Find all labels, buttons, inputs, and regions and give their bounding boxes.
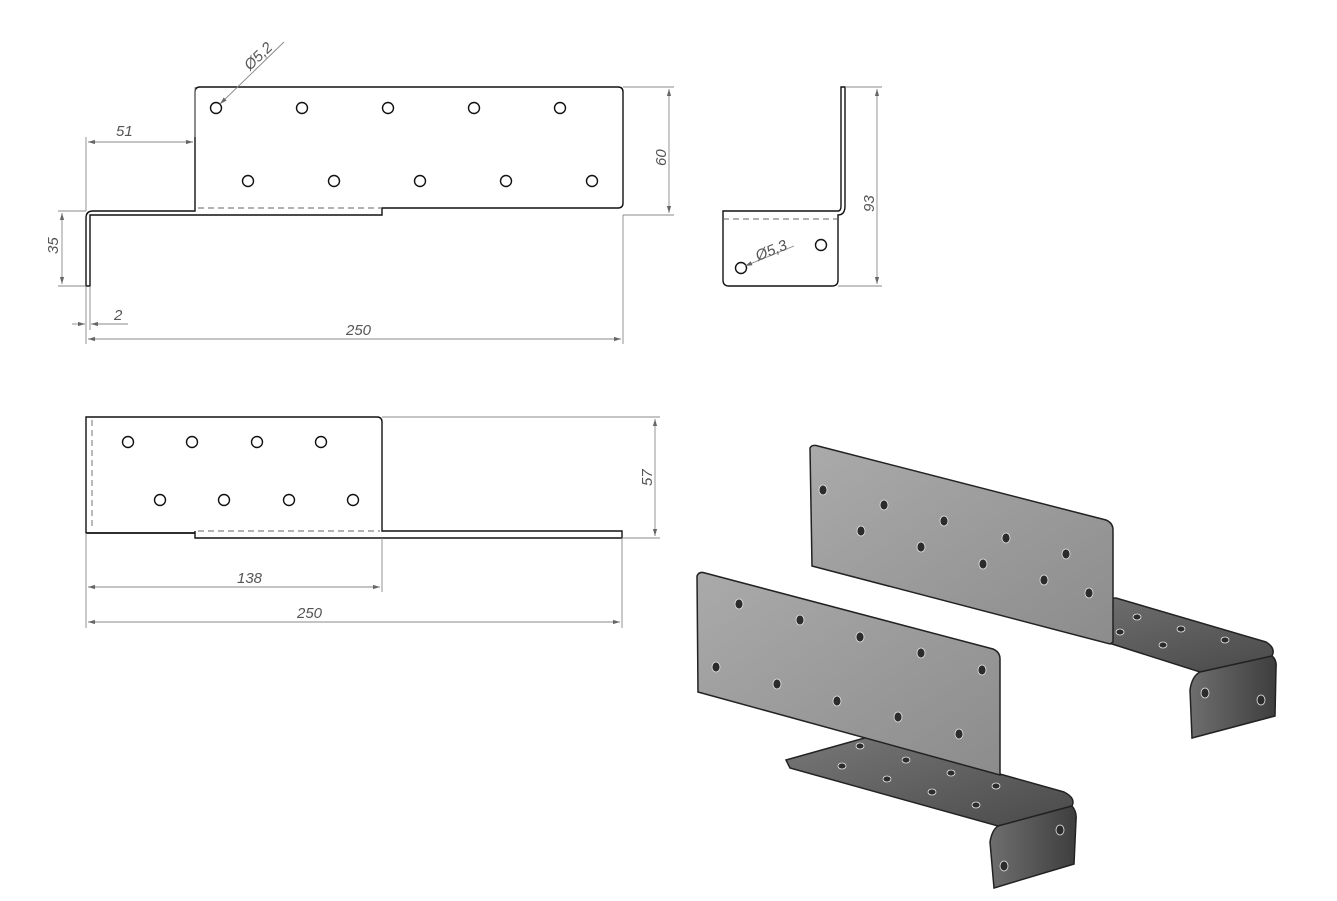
hole — [1220, 636, 1230, 644]
hole — [499, 174, 513, 188]
hole — [916, 647, 926, 659]
hole — [346, 493, 360, 507]
dim-leader — [744, 245, 795, 267]
hole — [901, 756, 911, 764]
front-view: Ø5,2 51 60 35 2 250 — [45, 39, 674, 344]
hole — [832, 695, 842, 707]
hole — [946, 769, 956, 777]
top-view: 57 138 250 — [85, 416, 660, 628]
bracket-face — [696, 571, 1001, 776]
dim-hole-diameter-side: Ø5,3 — [752, 237, 790, 266]
hole — [295, 101, 309, 115]
hole — [772, 678, 782, 690]
hole — [209, 101, 223, 115]
bracket-leg — [989, 805, 1077, 889]
dim-length-250-top: 250 — [296, 605, 323, 622]
hole — [939, 515, 949, 527]
hole — [999, 860, 1009, 872]
hole — [1084, 587, 1094, 599]
hole — [856, 525, 866, 537]
hole — [882, 775, 892, 783]
hole — [734, 261, 748, 275]
hole — [250, 435, 264, 449]
dim-thickness-2: 2 — [113, 307, 123, 324]
dim-length-250-front: 250 — [345, 322, 372, 339]
dim-hole-diameter-front: Ø5,2 — [240, 39, 276, 75]
hole — [916, 541, 926, 553]
dim-height-60: 60 — [653, 149, 670, 166]
hole — [978, 558, 988, 570]
hole — [185, 435, 199, 449]
front-plate-outline — [85, 86, 624, 287]
hole — [879, 499, 889, 511]
hole — [1115, 628, 1125, 636]
dim-height-93: 93 — [861, 195, 878, 212]
hole — [1176, 625, 1186, 633]
hole — [413, 174, 427, 188]
isometric-bracket-back — [809, 444, 1277, 739]
hole — [855, 742, 865, 750]
hole — [153, 493, 167, 507]
hole — [1132, 613, 1142, 621]
hole — [1039, 574, 1049, 586]
hole — [1200, 687, 1210, 699]
hole — [217, 493, 231, 507]
hole — [814, 238, 828, 252]
hole — [314, 435, 328, 449]
hole — [121, 435, 135, 449]
hole — [818, 484, 828, 496]
hole — [837, 762, 847, 770]
bracket-leg — [1189, 655, 1277, 739]
hole — [1158, 641, 1168, 649]
dim-height-35: 35 — [45, 237, 62, 254]
side-profile-outline — [722, 86, 846, 287]
hole — [977, 664, 987, 676]
hole — [954, 728, 964, 740]
bracket-face — [809, 444, 1114, 645]
front-holes — [209, 101, 599, 188]
hole — [711, 661, 721, 673]
hole — [467, 101, 481, 115]
dim-offset-51: 51 — [116, 123, 133, 140]
bracket-front-holes — [711, 598, 1065, 872]
isometric-bracket-front — [696, 571, 1077, 889]
hole — [855, 631, 865, 643]
hole — [893, 711, 903, 723]
hole — [1055, 824, 1065, 836]
dim-leader — [219, 41, 285, 105]
hole — [327, 174, 341, 188]
hole — [381, 101, 395, 115]
dim-width-57: 57 — [639, 469, 656, 486]
hole — [282, 493, 296, 507]
side-view: Ø5,3 93 — [722, 86, 882, 287]
hole — [1256, 694, 1266, 706]
top-plate-outline — [85, 416, 623, 539]
hole — [1001, 532, 1011, 544]
hole — [585, 174, 599, 188]
hole — [795, 614, 805, 626]
bracket-back-holes — [818, 484, 1266, 706]
hole — [241, 174, 255, 188]
hole — [927, 788, 937, 796]
hole — [734, 598, 744, 610]
top-holes — [121, 435, 360, 507]
hole — [553, 101, 567, 115]
dim-length-138: 138 — [237, 570, 263, 587]
hole — [991, 782, 1001, 790]
hole — [1061, 548, 1071, 560]
hole — [971, 801, 981, 809]
